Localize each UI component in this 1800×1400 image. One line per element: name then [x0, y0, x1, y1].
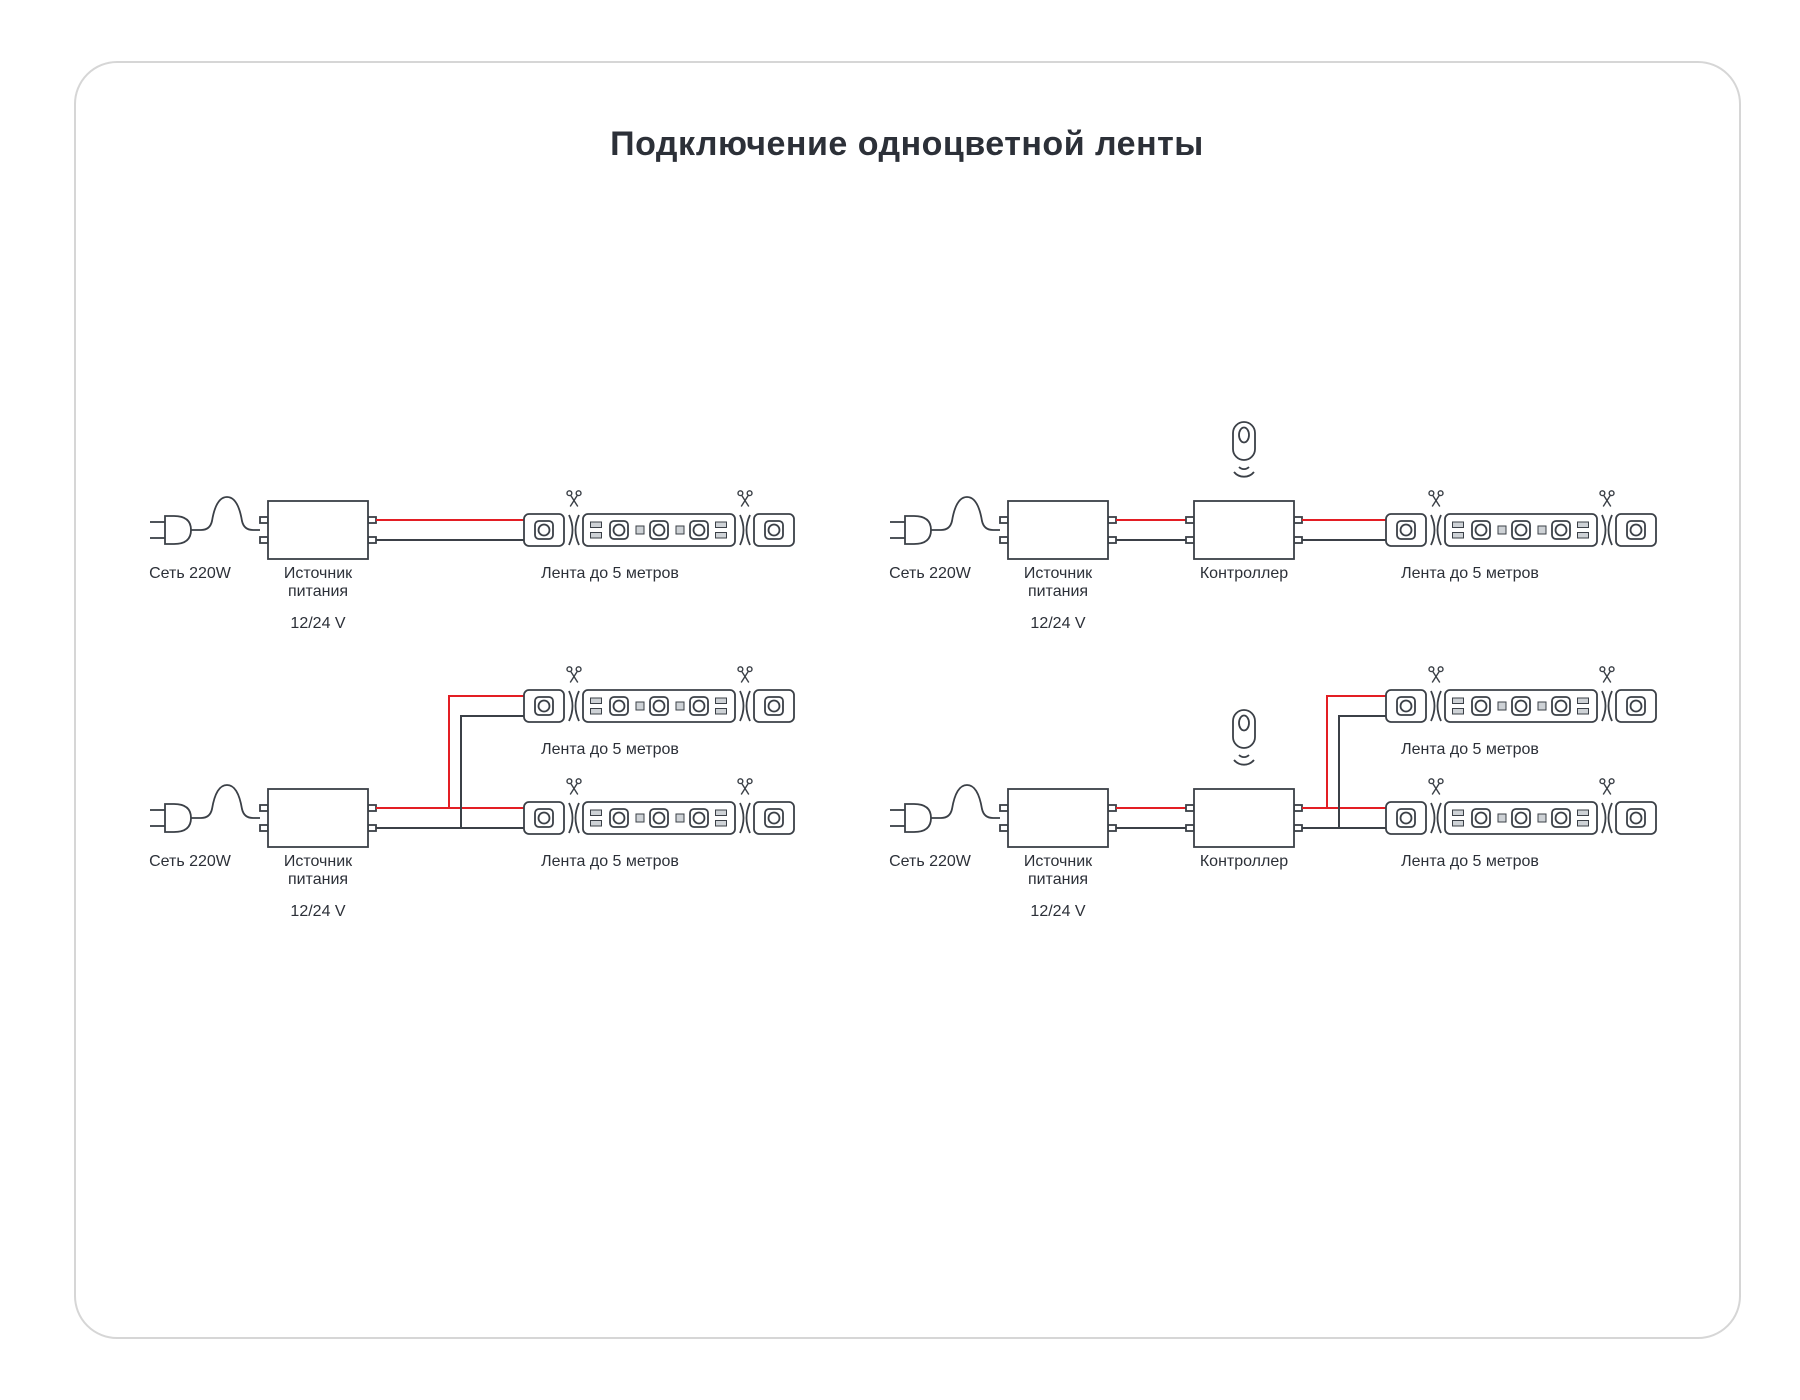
label-psu-line2: питания: [288, 871, 348, 888]
power-supply-unit: [259, 788, 377, 848]
page-border: [74, 61, 1741, 1339]
diagram-basic: Сеть 220W Источник питания 12/24 V Лента…: [149, 491, 794, 632]
label-strip-top: Лента до 5 метров: [1401, 741, 1539, 758]
led-strip-top: [524, 667, 794, 722]
label-strip-bottom: Лента до 5 метров: [541, 853, 679, 870]
led-strip-bottom: [524, 779, 794, 834]
label-mains: Сеть 220W: [149, 565, 232, 582]
led-strip: [524, 491, 794, 546]
label-psu-line1: Источник: [284, 565, 353, 582]
positive-branch-wire: [448, 695, 526, 808]
label-psu-voltage: 12/24 V: [290, 615, 345, 632]
power-plug-icon: [889, 784, 1001, 833]
label-strip-bottom: Лента до 5 метров: [1401, 853, 1539, 870]
led-strip-bottom: [1386, 779, 1656, 834]
led-strip-top: [1386, 667, 1656, 722]
label-mains: Сеть 220W: [889, 853, 972, 870]
controller-box: [1185, 500, 1303, 560]
led-strip: [1386, 491, 1656, 546]
label-mains: Сеть 220W: [889, 565, 972, 582]
label-psu-line1: Источник: [1024, 565, 1093, 582]
label-mains: Сеть 220W: [149, 853, 232, 870]
diagram-controller-two-strips: Сеть 220W Источник питания 12/24 V Контр…: [889, 667, 1656, 920]
label-strip: Лента до 5 метров: [541, 565, 679, 582]
label-psu-voltage: 12/24 V: [1030, 615, 1085, 632]
label-strip-top: Лента до 5 метров: [541, 741, 679, 758]
diagram-with-controller: Сеть 220W Источник питания 12/24 V Контр…: [889, 421, 1656, 632]
label-psu-line2: питания: [288, 583, 348, 600]
negative-branch-wire: [460, 715, 526, 828]
power-supply-unit: [999, 500, 1117, 560]
controller-box: [1185, 788, 1303, 848]
power-supply-unit: [259, 500, 377, 560]
label-controller: Контроллер: [1200, 565, 1288, 582]
label-strip: Лента до 5 метров: [1401, 565, 1539, 582]
label-psu-line1: Источник: [284, 853, 353, 870]
page-title: Подключение одноцветной ленты: [610, 125, 1204, 163]
remote-control-icon: [1232, 709, 1256, 766]
positive-branch-wire: [1326, 695, 1388, 808]
label-psu-voltage: 12/24 V: [1030, 903, 1085, 920]
remote-control-icon: [1232, 421, 1256, 478]
power-supply-unit: [999, 788, 1117, 848]
negative-branch-wire: [1338, 715, 1388, 828]
label-psu-voltage: 12/24 V: [290, 903, 345, 920]
power-plug-icon: [149, 496, 261, 545]
diagram-two-strips: Сеть 220W Источник питания 12/24 V Лента…: [149, 667, 794, 920]
label-psu-line2: питания: [1028, 871, 1088, 888]
label-psu-line1: Источник: [1024, 853, 1093, 870]
power-plug-icon: [889, 496, 1001, 545]
power-plug-icon: [149, 784, 261, 833]
label-psu-line2: питания: [1028, 583, 1088, 600]
label-controller: Контроллер: [1200, 853, 1288, 870]
